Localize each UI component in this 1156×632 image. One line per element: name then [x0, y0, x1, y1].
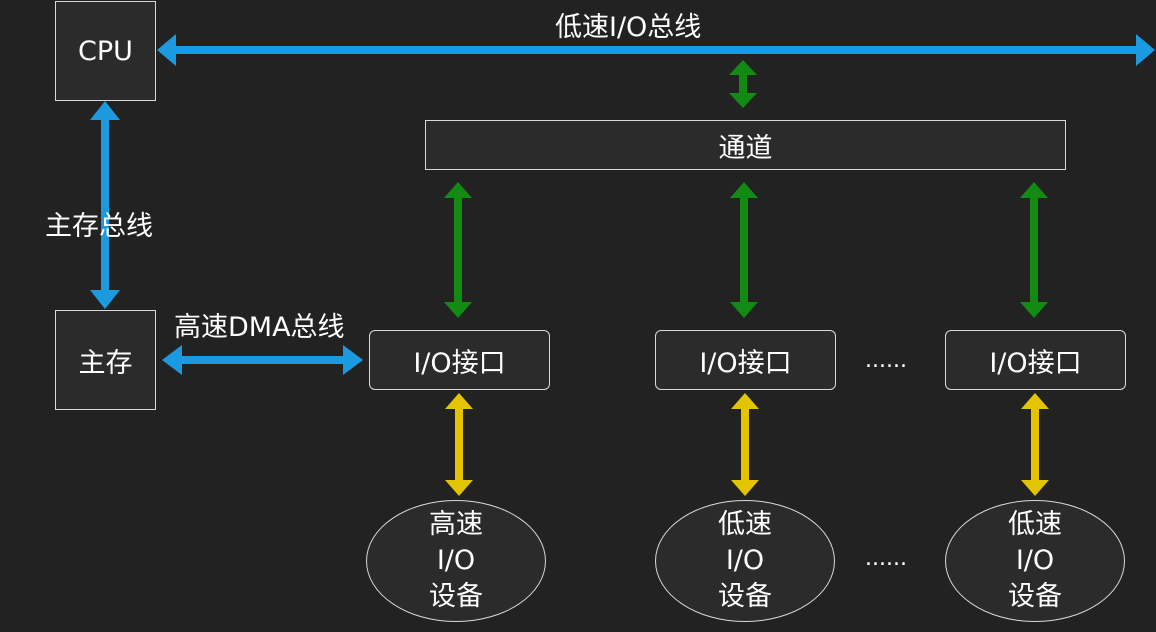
interface-device-arrow-2 [731, 393, 759, 496]
bus-channel-arrow [729, 60, 757, 108]
device-3-line3: 设备 [1008, 581, 1062, 612]
io-interface-2: I/O接口 [655, 330, 836, 390]
main-memory-bus-label: 主存总线 [45, 211, 153, 242]
device-2: 低速 I/O 设备 [655, 500, 835, 622]
device-3-line1: 低速 [1008, 509, 1062, 540]
device-1-line2: I/O [436, 545, 476, 576]
channel-interface-arrow-2 [730, 182, 758, 318]
main-memory-bus-arrow [90, 101, 120, 309]
low-speed-bus-label: 低速I/O总线 [555, 12, 702, 43]
device-1-line3: 设备 [429, 581, 483, 612]
main-memory-label: 主存 [78, 347, 133, 379]
io-interface-2-label: I/O接口 [699, 347, 792, 379]
low-speed-io-bus-arrow [157, 34, 1155, 66]
io-interface-3-label: I/O接口 [989, 347, 1082, 379]
device-2-line1: 低速 [718, 509, 772, 540]
interface-ellipsis: ...... [865, 348, 907, 373]
device-ellipsis: ...... [865, 546, 907, 571]
dma-bus-label: 高速DMA总线 [174, 312, 345, 343]
device-2-line3: 设备 [718, 581, 772, 612]
dma-bus-arrow [162, 345, 363, 375]
interface-device-arrow-3 [1021, 393, 1049, 496]
channel-interface-arrow-3 [1020, 182, 1048, 318]
channel-box: 通道 [425, 120, 1066, 170]
io-interface-3: I/O接口 [945, 330, 1126, 390]
device-2-line2: I/O [725, 545, 765, 576]
device-1: 高速 I/O 设备 [366, 500, 546, 622]
io-interface-1-label: I/O接口 [413, 347, 506, 379]
io-interface-1: I/O接口 [369, 330, 550, 390]
channel-interface-arrow-1 [444, 182, 472, 318]
device-1-line1: 高速 [429, 509, 483, 540]
cpu-label: CPU [78, 35, 133, 67]
device-3: 低速 I/O 设备 [945, 500, 1125, 622]
main-memory-box: 主存 [55, 310, 156, 410]
device-3-line2: I/O [1015, 545, 1055, 576]
channel-label: 通道 [718, 132, 773, 164]
interface-device-arrow-1 [445, 393, 473, 496]
cpu-box: CPU [55, 1, 156, 101]
